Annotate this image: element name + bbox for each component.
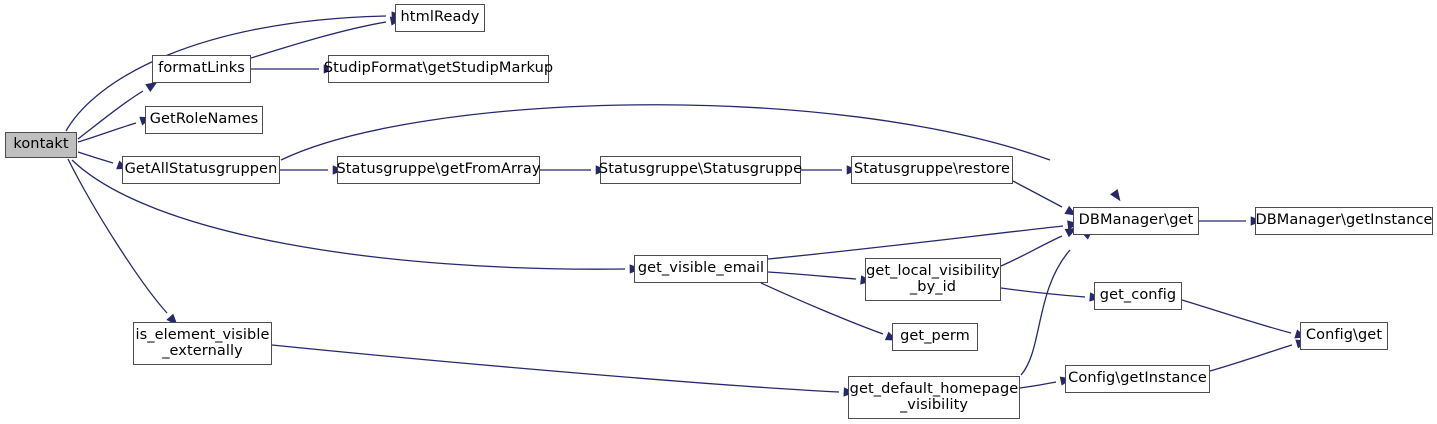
arrowhead-kontakt-to-formatLinks [145, 81, 158, 93]
edge-get_local_visibility_by_id-to-get_config [1000, 287, 1086, 298]
node-get_visible_email[interactable]: get_visible_email [634, 255, 768, 283]
edge-GetAllStatusgruppen-to-DBManagerGet [280, 104, 1051, 161]
edge-kontakt-to-GetAllStatusgruppen [77, 151, 114, 164]
node-htmlReady[interactable]: htmlReady [395, 4, 485, 32]
node-DBManagerGetInstance[interactable]: DBManager\getInstance [1255, 207, 1433, 235]
node-get_default_homepage_visibility[interactable]: get_default_homepage _visibility [848, 376, 1020, 419]
node-kontakt[interactable]: kontakt [5, 132, 77, 158]
node-getFromArray[interactable]: Statusgruppe\getFromArray [336, 156, 540, 184]
edge-get_default_homepage_visibility-to-DBManagerGet [1020, 249, 1071, 376]
node-GetAllStatusgruppen[interactable]: GetAllStatusgruppen [122, 156, 280, 184]
edge-kontakt-to-get_visible_email [71, 159, 626, 270]
node-ConfigGet[interactable]: Config\get [1300, 322, 1388, 350]
edge-get_default_homepage_visibility-to-ConfigGetInstance [1019, 381, 1057, 389]
node-get_perm[interactable]: get_perm [892, 323, 978, 351]
node-ConfigGetInstance[interactable]: Config\getInstance [1065, 365, 1210, 393]
arrowhead-GetAllStatusgruppen-to-DBManagerGet [1110, 189, 1121, 202]
edge-get_visible_email-to-get_local_visibility_by_id [767, 271, 857, 280]
edge-get_visible_email-to-get_perm [760, 282, 884, 335]
node-get_config[interactable]: get_config [1094, 282, 1182, 310]
node-getStudipMarkup[interactable]: StudipFormat\getStudipMarkup [324, 55, 553, 83]
edge-is_element_visible_externally-to-get_default_homepage_visibility [271, 344, 840, 393]
node-get_local_visibility_by_id[interactable]: get_local_visibility _by_id [865, 258, 1001, 301]
edge-ConfigGetInstance-to-ConfigGet [1209, 344, 1293, 372]
node-is_element_visible_externally[interactable]: is_element_visible _externally [133, 322, 272, 365]
edge-kontakt-to-GetRoleNames [77, 122, 137, 143]
node-formatLinks[interactable]: formatLinks [152, 55, 251, 83]
node-DBManagerGet[interactable]: DBManager\get [1073, 207, 1199, 235]
node-GetRoleNames[interactable]: GetRoleNames [145, 106, 263, 134]
edge-kontakt-to-formatLinks [77, 90, 144, 140]
edge-restore-to-DBManagerGet [1012, 180, 1063, 208]
edge-get_visible_email-to-DBManagerGet [767, 225, 1064, 260]
edge-formatLinks-to-htmlReady [250, 21, 387, 59]
edge-get_config-to-ConfigGet [1181, 299, 1292, 334]
node-restore[interactable]: Statusgruppe\restore [851, 156, 1013, 184]
node-StatusgruppeStatusgruppe[interactable]: Statusgruppe\Statusgruppe [599, 156, 802, 184]
edge-kontakt-to-is_element_visible_externally [67, 158, 168, 314]
edge-get_local_visibility_by_id-to-DBManagerGet [1000, 235, 1063, 267]
